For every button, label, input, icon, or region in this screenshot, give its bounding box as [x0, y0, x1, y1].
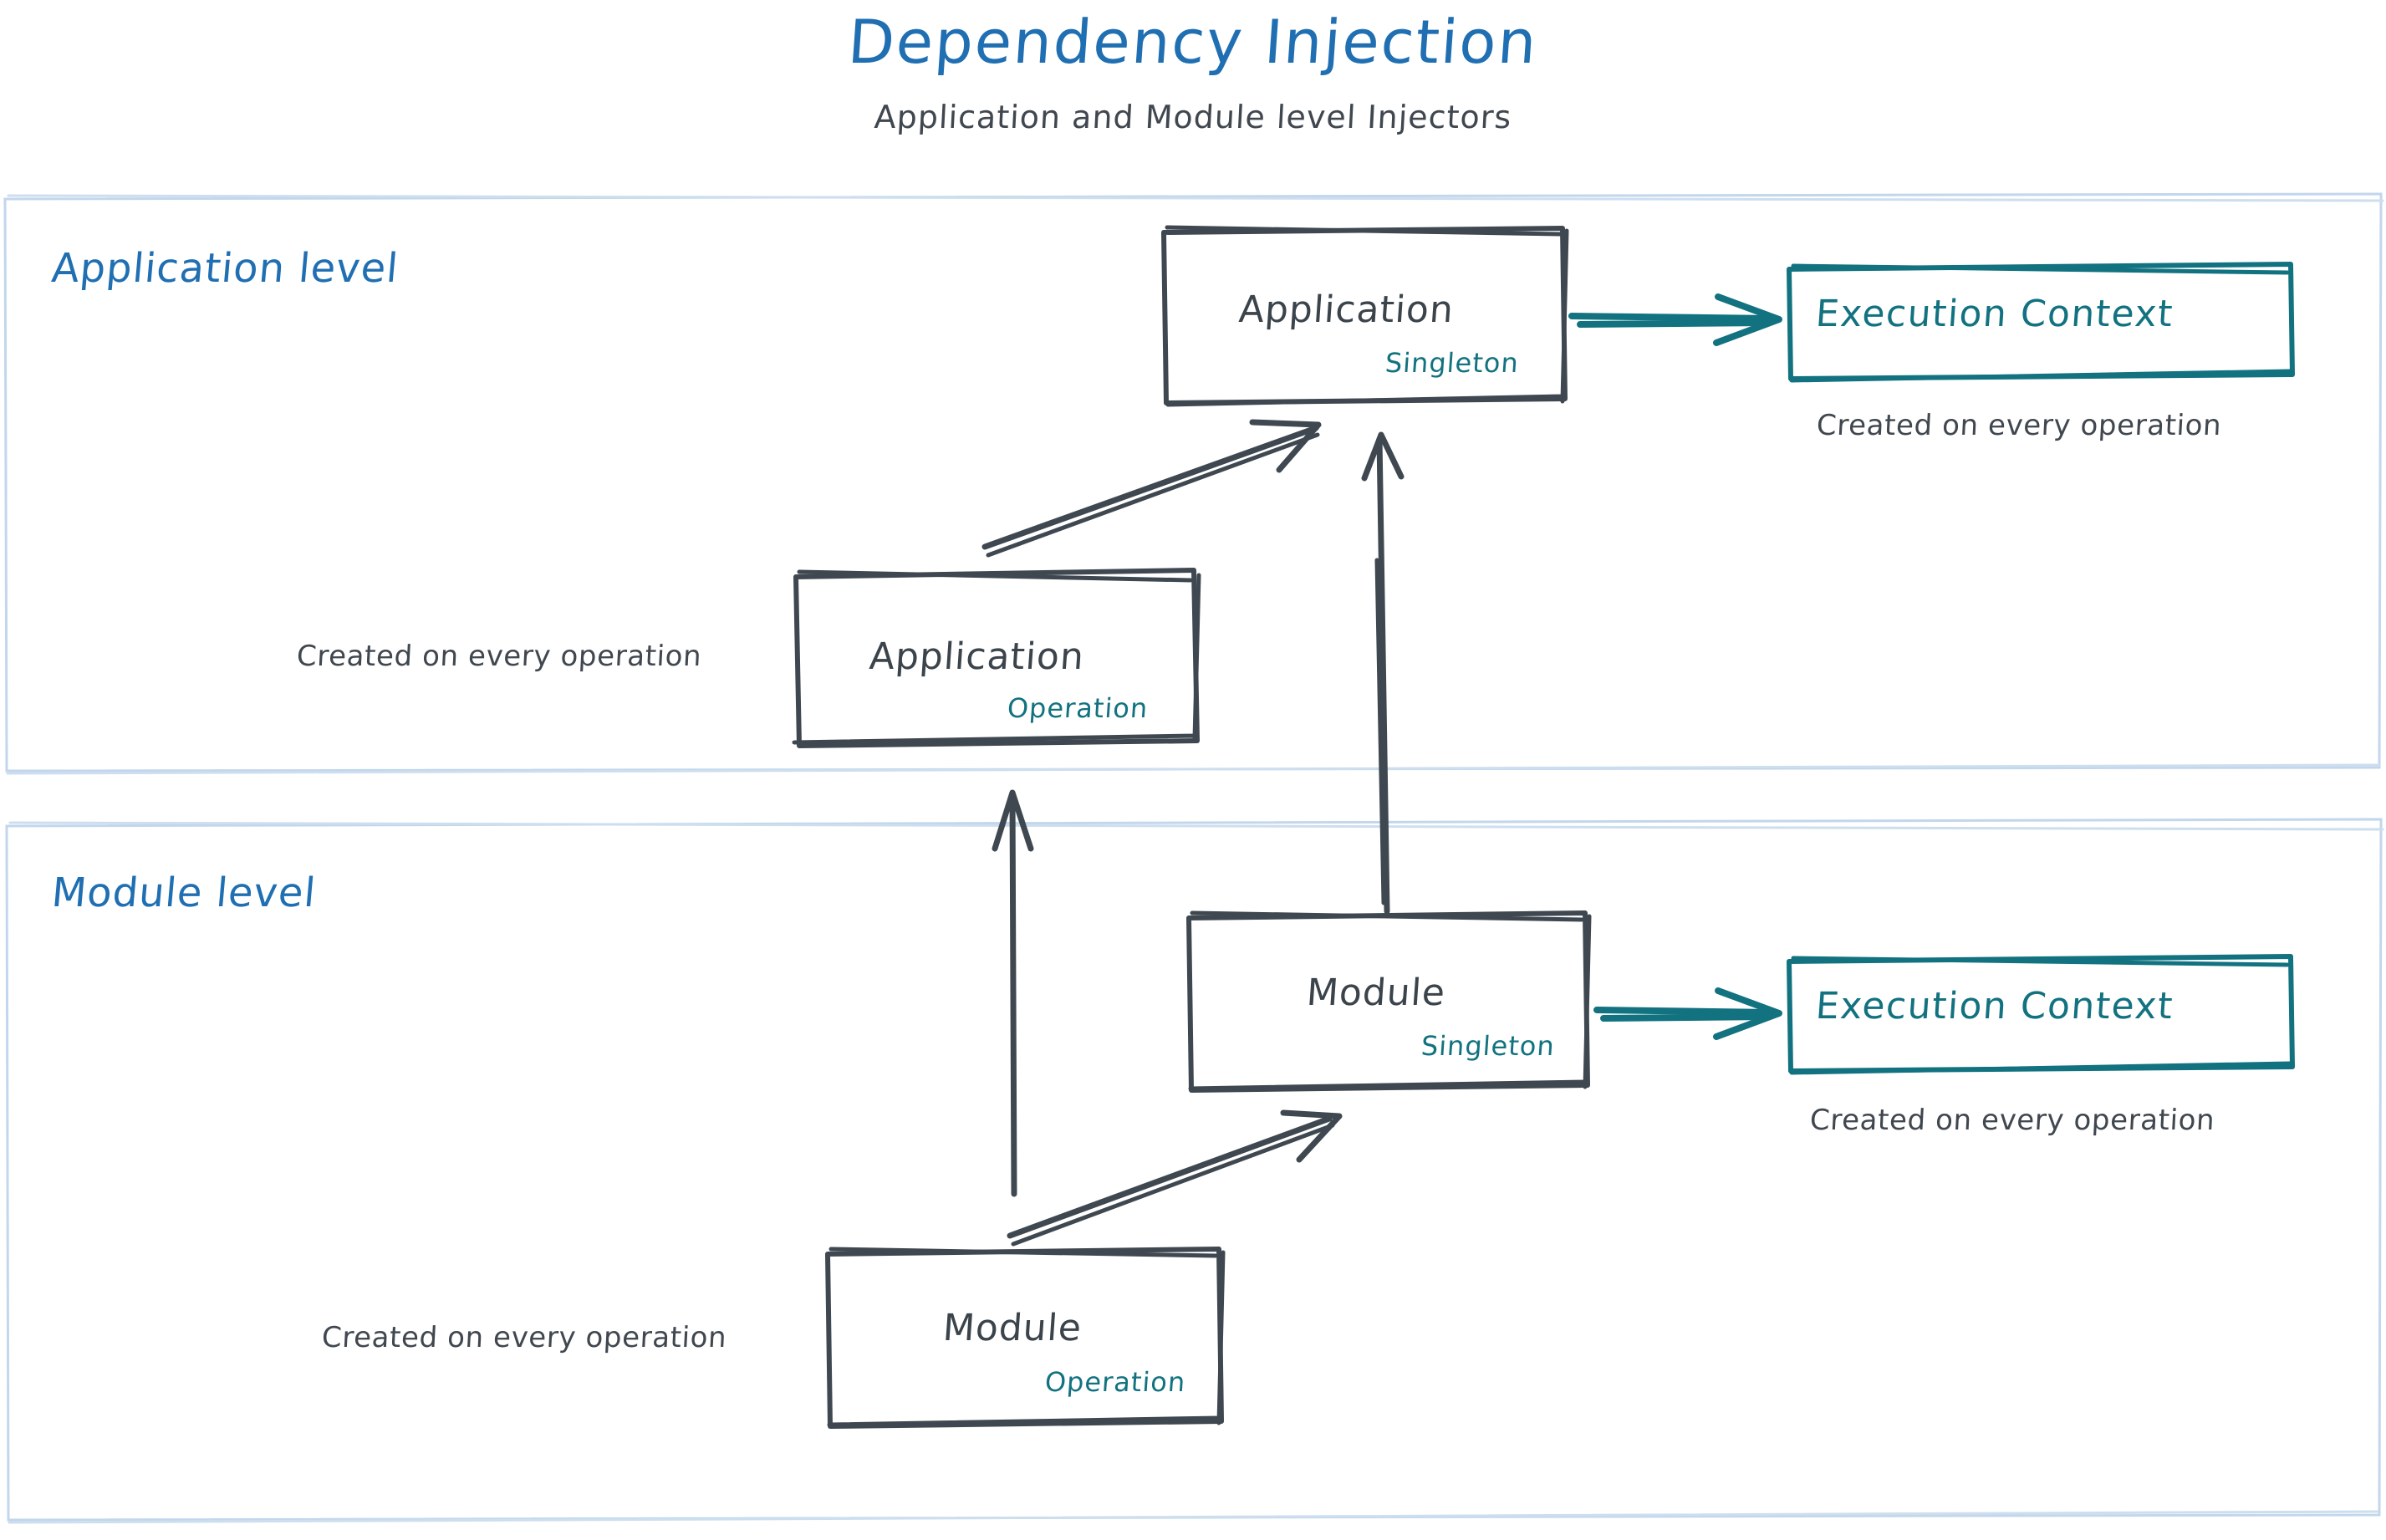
edge-app-singleton-to-execution-context: [1568, 293, 1782, 346]
caption-application-operation: Created on every operation: [295, 640, 703, 673]
page-title: Dependency Injection: [845, 7, 1541, 77]
page-subtitle: Application and Module level Injectors: [873, 99, 1513, 135]
node-execution-context-application[interactable]: [1787, 263, 2296, 383]
node-module-operation[interactable]: [826, 1247, 1226, 1428]
edge-app-operation-to-app-singleton: [981, 419, 1322, 558]
edge-module-singleton-to-execution-context: [1593, 987, 1782, 1040]
lane-label-application-level: Application level: [49, 245, 401, 292]
edge-module-operation-to-app-operation: [992, 789, 1034, 1197]
edge-module-singleton-to-app-singleton: [1361, 431, 1405, 915]
node-module-singleton[interactable]: [1189, 911, 1592, 1092]
node-application-singleton[interactable]: [1164, 227, 1570, 406]
node-execution-context-module[interactable]: [1787, 955, 2296, 1075]
caption-execution-context-application: Created on every operation: [1815, 409, 2223, 442]
node-application-operation[interactable]: [794, 570, 1201, 747]
caption-execution-context-module: Created on every operation: [1808, 1104, 2216, 1137]
caption-module-operation: Created on every operation: [320, 1321, 728, 1354]
lane-label-module-level: Module level: [49, 869, 319, 916]
edge-module-operation-to-module-singleton: [1007, 1109, 1343, 1247]
